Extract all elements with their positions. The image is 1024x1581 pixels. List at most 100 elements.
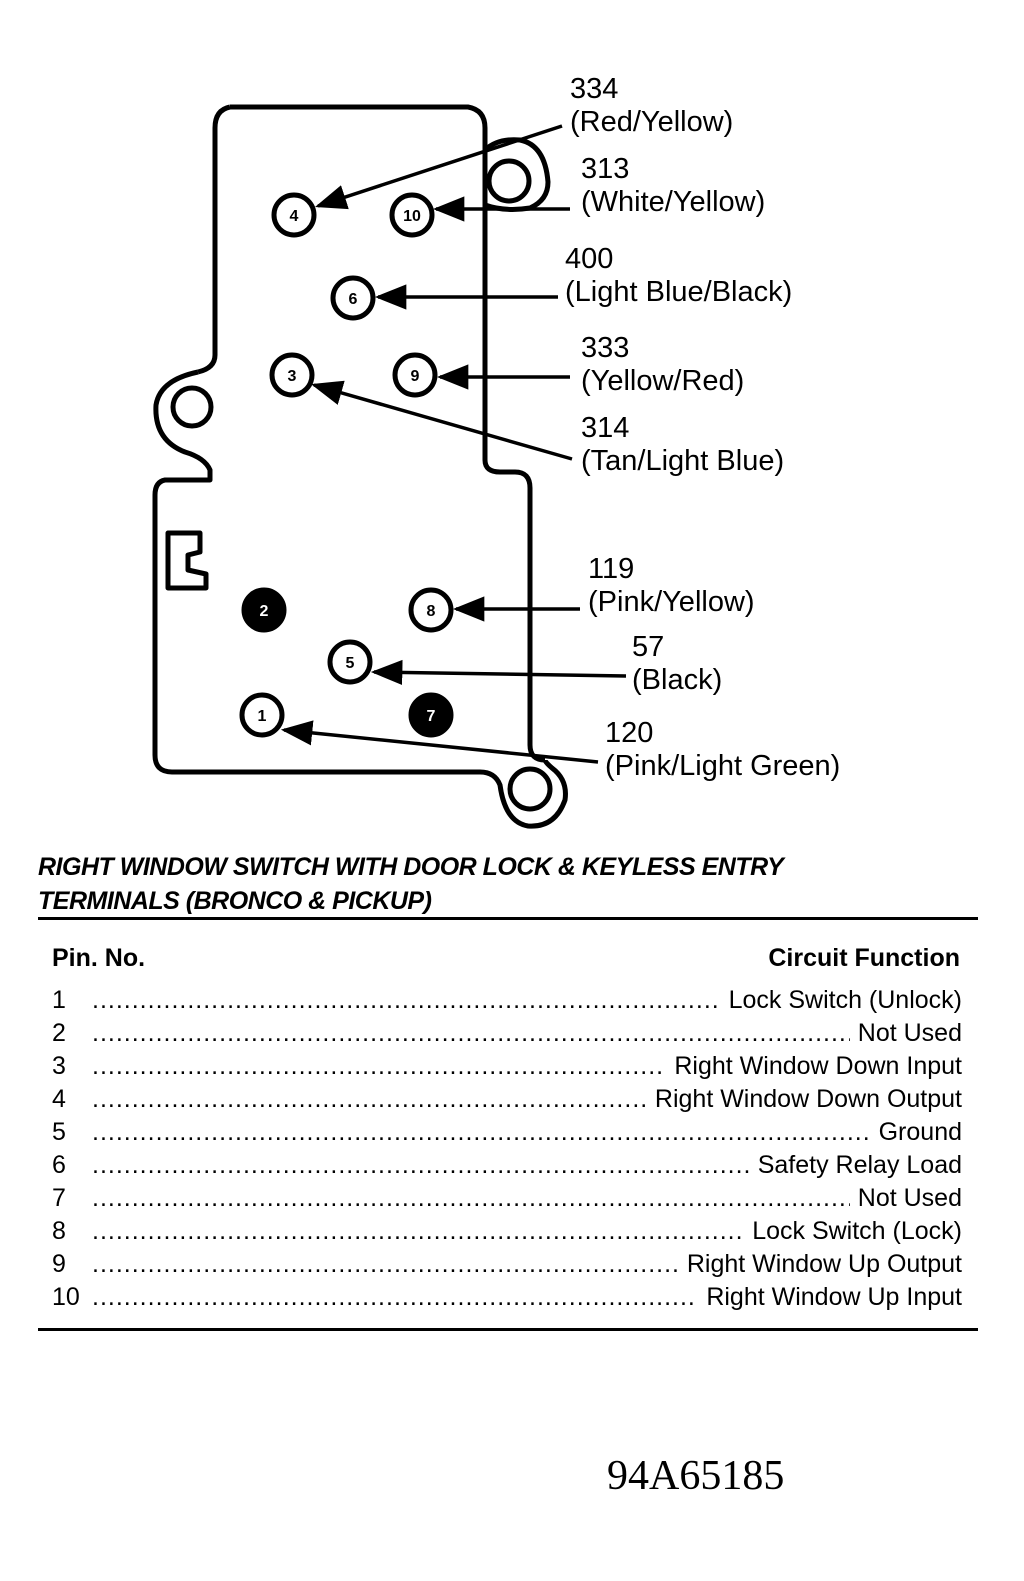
row-pin: 4 [52,1085,66,1113]
table-bottom-rule [38,1328,978,1331]
leader-dots [92,1019,850,1048]
pin-function-table: 1Lock Switch (Unlock) 2Not Used 3Right W… [52,986,962,1316]
wire-circuit-number: 120 [605,717,653,749]
wire-circuit-number: 57 [632,631,664,663]
mounting-hole-top [486,158,532,204]
wire-circuit-number: 119 [588,553,634,585]
pin-label: 6 [349,291,358,308]
pin-label: 1 [258,708,267,725]
row-pin: 2 [52,1019,66,1047]
wire-callout-333: 333(Yellow/Red) [436,332,744,397]
row-pin: 9 [52,1250,66,1278]
diagram-caption: RIGHT WINDOW SWITCH WITH DOOR LOCK & KEY… [38,850,938,918]
pin-circle [392,352,438,398]
pin-8: 8 [408,587,454,633]
header-pin-number: Pin. No. [52,944,146,972]
wire-color: (Light Blue/Black) [565,276,792,308]
wire-circuit-number: 400 [565,243,613,275]
leader-dots [92,1250,679,1279]
pin-circle [271,192,317,238]
wire-color: (White/Yellow) [581,186,765,218]
table-row: 8 Lock Switch (Lock) [52,1217,962,1250]
table-row: 1Lock Switch (Unlock) [52,986,962,1019]
table-header: Pin. No. Circuit Function [52,944,960,976]
pin-label: 7 [427,708,436,725]
pin-10: 10 [389,192,435,238]
wire-circuit-number: 334 [570,73,618,105]
pin-9: 9 [392,352,438,398]
table-row: 2 Not Used [52,1019,962,1052]
wire-color: (Red/Yellow) [570,106,733,138]
pin-3: 3 [269,352,315,398]
table-top-rule [38,917,978,920]
caption-line-2: TERMINALS (BRONCO & PICKUP) [38,887,432,915]
pin-label: 10 [403,208,421,225]
leader-dots [92,1085,647,1114]
mounting-holes [170,158,553,812]
leader-arrow [280,720,599,764]
wire-circuit-number: 313 [581,153,629,185]
wire-color: (Pink/Light Green) [605,750,840,782]
leader-dots [92,1184,850,1213]
wire-callout-57: 57(Black) [370,631,722,696]
row-pin: 7 [52,1184,66,1212]
row-function: Right Window Up Output [686,1250,962,1278]
table-row: 3 Right Window Down Input [52,1052,962,1085]
row-pin: 8 [52,1217,66,1245]
pin-circle [269,352,315,398]
pin-circle [408,692,454,738]
row-function: Lock Switch (Lock) [752,1217,962,1245]
wire-callout-314: 314(Tan/Light Blue) [310,380,784,477]
pin-1: 1 [239,692,285,738]
pin-2: 2 [241,587,287,633]
pin-6: 6 [330,275,376,321]
locating-notch [165,530,209,591]
pin-circle [389,192,435,238]
table-row: 6Safety Relay Load [52,1151,962,1184]
table-row: 4 Right Window Down Output [52,1085,962,1118]
pin-label: 8 [427,603,436,620]
wire-color: (Pink/Yellow) [588,586,755,618]
pin-4: 4 [271,192,317,238]
wire-callout-400: 400(Light Blue/Black) [374,243,792,310]
header-circuit-function: Circuit Function [768,944,960,972]
leader-dots [92,1052,666,1081]
wire-callouts: 334(Red/Yellow)313(White/Yellow)400(Ligh… [280,73,840,782]
pin-circle [239,692,285,738]
leader-dots [92,1283,698,1312]
wire-circuit-number: 314 [581,412,629,444]
wire-callout-334: 334(Red/Yellow) [315,73,733,210]
leader-dots [92,1151,750,1180]
caption-line-1: RIGHT WINDOW SWITCH WITH DOOR LOCK & KEY… [38,853,784,881]
wire-color: (Yellow/Red) [581,365,744,397]
pin-7: 7 [408,692,454,738]
row-pin: 6 [52,1151,66,1179]
row-function: Not Used [857,1184,962,1212]
row-function: Lock Switch (Unlock) [728,986,962,1014]
mounting-hole-bottom [507,766,553,812]
pin-label: 3 [288,368,297,385]
wire-callout-313: 313(White/Yellow) [432,153,765,222]
pin-circle [330,275,376,321]
row-pin: 10 [52,1283,80,1311]
table-row: 9 Right Window Up Output [52,1250,962,1283]
pin-label: 5 [346,655,355,672]
leader-dots [92,986,721,1015]
table-row: 10 Right Window Up Input [52,1283,962,1316]
row-function: Right Window Up Input [706,1283,962,1311]
row-pin: 5 [52,1118,66,1146]
row-function: Right Window Down Input [674,1052,962,1080]
pin-label: 9 [411,368,420,385]
row-function: Not Used [857,1019,962,1047]
row-function: Right Window Down Output [654,1085,962,1113]
leader-arrow [315,124,563,210]
switch-housing-outline [152,104,568,829]
pin-circle [408,587,454,633]
row-pin: 3 [52,1052,66,1080]
mounting-hole-left [170,385,214,429]
leader-arrow [310,380,573,461]
pin-5: 5 [327,639,373,685]
wire-color: (Black) [632,664,722,696]
table-row: 7 Not Used [52,1184,962,1217]
